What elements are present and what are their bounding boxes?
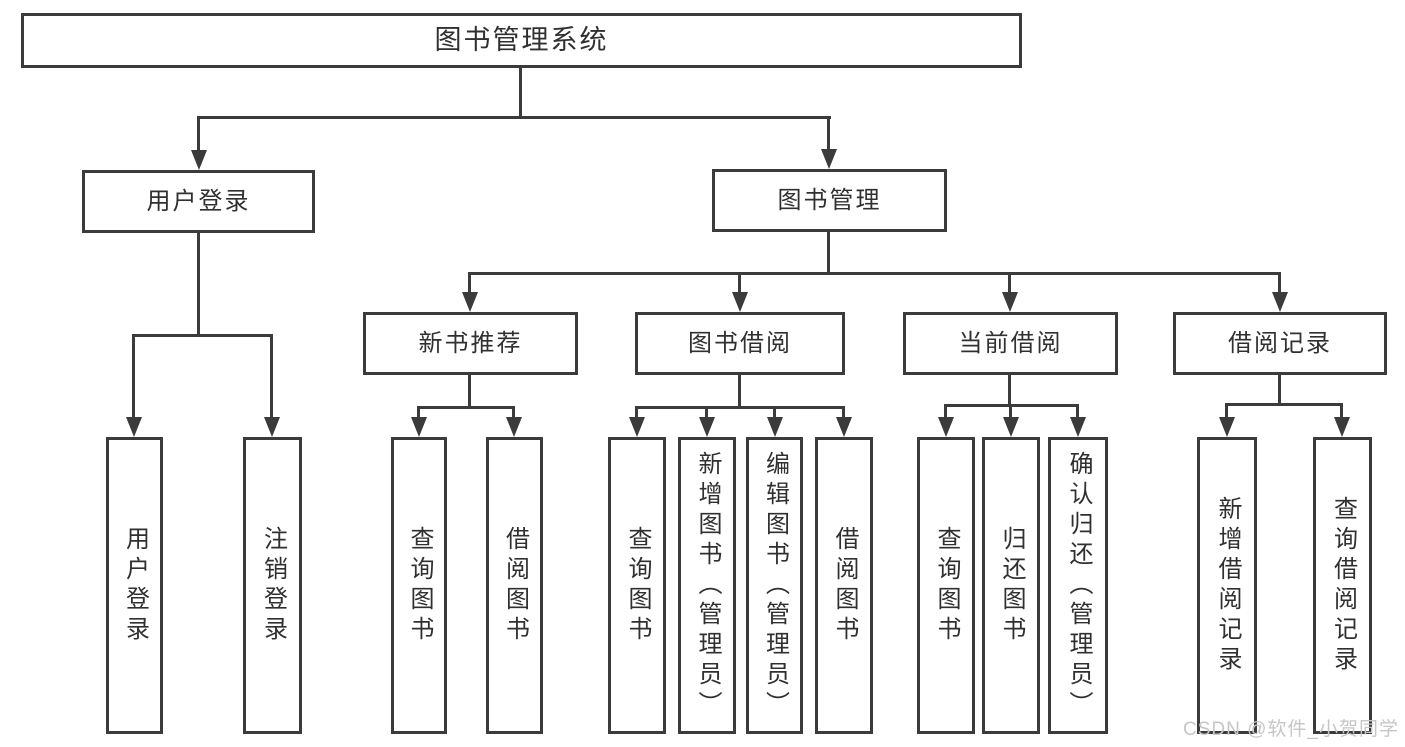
connector-bb-edit-drop [773, 407, 776, 420]
connector-borrow-records-stem [1278, 375, 1281, 406]
node-book-borrow-label: 图书借阅 [688, 329, 792, 357]
arrowhead-bb-query [629, 417, 645, 437]
arrowhead-rec-query [411, 417, 427, 437]
arrowhead-new-book-rec [462, 292, 478, 312]
node-cb-confirm-return-label: 确认归还（管理员） [1065, 450, 1092, 721]
connector-book-borrow-drop [738, 273, 741, 295]
connector-root-stem [519, 68, 522, 119]
connector-book-borrow-stem [738, 375, 741, 409]
arrowhead-cb-return [1003, 417, 1019, 437]
connector-cb-query-drop [944, 405, 947, 420]
node-cb-query-books: 查询图书 [917, 437, 975, 734]
node-borrow-records-label: 借阅记录 [1228, 329, 1332, 357]
connector-current-borrow-drop [1008, 273, 1011, 295]
node-rec-query-books-label: 查询图书 [406, 525, 433, 646]
arrowhead-cb-confirm [1070, 417, 1086, 437]
node-user-login: 用户登录 [82, 170, 315, 233]
arrowhead-borrow-records [1272, 292, 1288, 312]
connector-br-query-drop [1340, 404, 1343, 420]
arrowhead-rec-borrow [506, 417, 522, 437]
arrowhead-bb-edit [767, 417, 783, 437]
node-leaf-user-login: 用户登录 [106, 437, 163, 734]
node-rec-borrow-books: 借阅图书 [486, 437, 543, 734]
connector-borrow-records-drop [1278, 273, 1281, 295]
node-bb-edit-books: 编辑图书（管理员） [746, 437, 803, 734]
connector-book-mgmt-split [468, 272, 1281, 275]
node-book-borrow: 图书借阅 [635, 312, 845, 375]
connector-user-login-stem [197, 233, 200, 337]
connector-leaf-user-login-drop [132, 335, 135, 420]
connector-borrow-records-split [1225, 403, 1343, 406]
connector-bb-query-drop [635, 407, 638, 420]
node-borrow-records: 借阅记录 [1173, 312, 1387, 375]
connector-book-mgmt-stem [827, 232, 830, 275]
node-root-label: 图书管理系统 [434, 25, 609, 55]
connector-book-mgmt-drop [827, 117, 830, 152]
node-br-add-record: 新增借阅记录 [1197, 437, 1257, 734]
connector-br-add-drop [1225, 404, 1228, 420]
node-bb-query-books: 查询图书 [608, 437, 666, 734]
node-new-book-rec: 新书推荐 [363, 312, 578, 375]
node-bb-query-books-label: 查询图书 [624, 525, 651, 646]
node-cb-query-books-label: 查询图书 [933, 525, 960, 646]
connector-user-login-drop [197, 117, 200, 153]
node-new-book-rec-label: 新书推荐 [418, 329, 523, 357]
connector-book-borrow-split [635, 406, 845, 409]
node-current-borrow: 当前借阅 [903, 312, 1118, 375]
node-bb-edit-books-label: 编辑图书（管理员） [761, 450, 789, 721]
node-bb-borrow-books: 借阅图书 [815, 437, 873, 734]
arrowhead-user-login [191, 150, 207, 170]
node-book-mgmt-label: 图书管理 [777, 186, 882, 214]
node-root: 图书管理系统 [21, 13, 1022, 68]
node-book-mgmt: 图书管理 [712, 169, 947, 232]
arrowhead-leaf-user-login [126, 417, 142, 437]
connector-user-login-split [132, 334, 273, 337]
arrowhead-br-add [1219, 417, 1235, 437]
connector-cb-return-drop [1009, 405, 1012, 420]
connector-new-book-rec-drop [468, 273, 471, 295]
node-br-query-record: 查询借阅记录 [1313, 437, 1372, 734]
arrowhead-bb-borrow [836, 417, 852, 437]
arrowhead-bb-add [699, 417, 715, 437]
arrowhead-book-borrow [732, 292, 748, 312]
node-leaf-logout-label: 注销登录 [259, 525, 287, 646]
node-bb-add-books-label: 新增图书（管理员） [694, 450, 721, 721]
connector-rec-query-drop [417, 407, 420, 420]
connector-current-borrow-stem [1008, 375, 1011, 407]
connector-bb-borrow-drop [842, 407, 845, 420]
node-leaf-user-login-label: 用户登录 [121, 525, 149, 646]
node-rec-query-books: 查询图书 [391, 437, 447, 734]
node-bb-add-books: 新增图书（管理员） [678, 437, 736, 734]
node-cb-return-books: 归还图书 [982, 437, 1040, 734]
arrowhead-current-borrow [1002, 292, 1018, 312]
node-leaf-logout: 注销登录 [243, 437, 302, 734]
connector-rec-borrow-drop [512, 407, 515, 420]
arrowhead-cb-query [938, 417, 954, 437]
node-current-borrow-label: 当前借阅 [958, 329, 1063, 357]
arrowhead-book-mgmt [821, 149, 837, 169]
node-bb-borrow-books-label: 借阅图书 [831, 525, 858, 646]
node-cb-confirm-return: 确认归还（管理员） [1048, 437, 1108, 734]
connector-new-book-rec-split [417, 406, 515, 409]
node-user-login-label: 用户登录 [146, 187, 251, 215]
connector-leaf-logout-drop [270, 335, 273, 420]
connector-cb-confirm-drop [1076, 405, 1079, 420]
node-rec-borrow-books-label: 借阅图书 [501, 525, 529, 646]
arrowhead-leaf-logout [264, 417, 280, 437]
connector-bb-add-drop [705, 407, 708, 420]
connector-level1-split [197, 116, 831, 119]
connector-new-book-rec-stem [468, 375, 471, 409]
node-br-query-record-label: 查询借阅记录 [1329, 495, 1357, 676]
csdn-watermark: CSDN @软件_小贺同学 [1183, 719, 1399, 740]
node-br-add-record-label: 新增借阅记录 [1214, 495, 1241, 676]
node-cb-return-books-label: 归还图书 [998, 525, 1025, 646]
arrowhead-br-query [1334, 417, 1350, 437]
